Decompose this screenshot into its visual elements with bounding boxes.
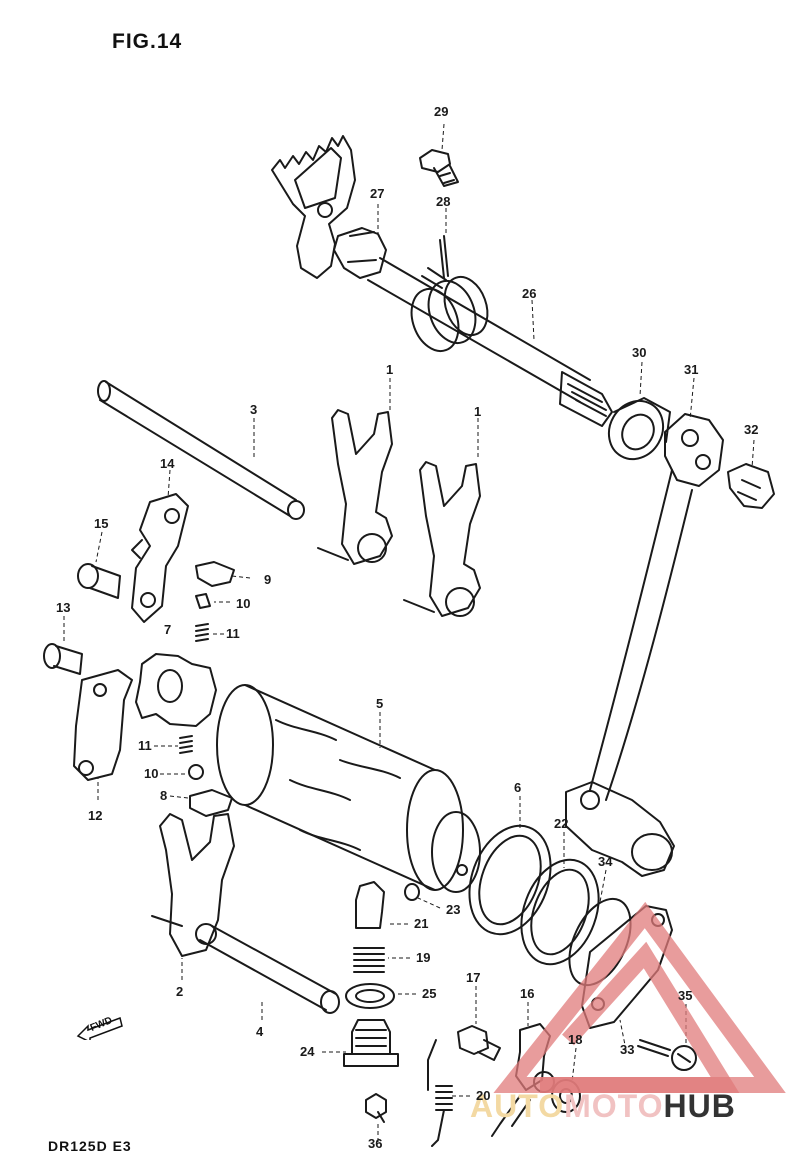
callout-34: 34 bbox=[598, 854, 613, 869]
callout-14: 14 bbox=[160, 456, 175, 471]
callout-22: 22 bbox=[554, 816, 569, 831]
part-6-washer bbox=[468, 824, 552, 936]
part-31-gearshift-lever bbox=[565, 413, 724, 877]
callout-7: 7 bbox=[164, 622, 172, 637]
part-14-stopper-plate bbox=[131, 493, 189, 623]
part-17-bolt bbox=[457, 1025, 501, 1061]
callout-10-b: 10 bbox=[144, 766, 159, 781]
part-32-bolt bbox=[727, 463, 775, 509]
part-20-spring bbox=[427, 1039, 453, 1147]
part-8-pawl-lower bbox=[189, 789, 233, 817]
part-36-screw bbox=[365, 1093, 387, 1123]
part-29-bolt bbox=[419, 149, 459, 187]
part-21-plunger bbox=[355, 881, 385, 929]
callout-4: 4 bbox=[256, 1024, 264, 1039]
watermark-text: AUTOMOTOHUB bbox=[470, 1088, 736, 1125]
callout-28: 28 bbox=[436, 194, 451, 209]
watermark-text-auto: AUTO bbox=[470, 1088, 565, 1124]
callout-27: 27 bbox=[370, 186, 385, 201]
callout-19: 19 bbox=[416, 950, 431, 965]
part-27-shift-lever bbox=[271, 135, 387, 279]
part-10-pin-lower bbox=[188, 764, 204, 780]
callout-11-b: 11 bbox=[138, 738, 152, 753]
callout-1-b: 1 bbox=[474, 404, 482, 419]
callout-24: 24 bbox=[300, 1044, 315, 1059]
part-5-cam-drum bbox=[216, 684, 481, 893]
callout-15: 15 bbox=[94, 516, 109, 531]
callout-36: 36 bbox=[368, 1136, 383, 1151]
part-10-pin-upper bbox=[195, 593, 211, 609]
callout-20: 20 bbox=[476, 1088, 491, 1103]
part-30-oil-seal bbox=[607, 397, 671, 461]
callout-30: 30 bbox=[632, 345, 647, 360]
callout-8: 8 bbox=[160, 788, 168, 803]
part-23-pin bbox=[404, 883, 420, 901]
callout-35: 35 bbox=[678, 988, 693, 1003]
callout-11-a: 11 bbox=[226, 626, 240, 641]
callout-25: 25 bbox=[422, 986, 437, 1001]
callout-13: 13 bbox=[56, 600, 71, 615]
part-24-plug bbox=[343, 1019, 399, 1067]
callout-6: 6 bbox=[514, 780, 522, 795]
callout-5: 5 bbox=[376, 696, 384, 711]
part-11-spring-upper bbox=[195, 623, 209, 642]
part-19-spring bbox=[353, 947, 385, 973]
watermark-logo bbox=[493, 901, 786, 1093]
part-22-washer bbox=[520, 858, 600, 966]
part-7-stopper-cam bbox=[135, 653, 217, 727]
callout-2: 2 bbox=[176, 984, 184, 999]
part-28-return-spring bbox=[410, 235, 489, 352]
part-25-washer bbox=[345, 983, 395, 1009]
callout-3: 3 bbox=[250, 402, 258, 417]
part-35-screw bbox=[637, 1039, 697, 1071]
part-3-fork-shaft bbox=[97, 380, 305, 520]
callout-10-a: 10 bbox=[236, 596, 251, 611]
part-26-shift-shaft bbox=[367, 257, 613, 427]
callout-29: 29 bbox=[434, 104, 449, 119]
callout-23: 23 bbox=[446, 902, 461, 917]
part-4-fork-shaft bbox=[195, 923, 340, 1014]
callout-9: 9 bbox=[264, 572, 272, 587]
watermark-text-moto: MOTO bbox=[564, 1088, 664, 1124]
callout-33: 33 bbox=[620, 1042, 635, 1057]
callout-31: 31 bbox=[684, 362, 699, 377]
part-1-shift-fork-a bbox=[317, 409, 393, 565]
model-code: DR125D E3 bbox=[48, 1138, 132, 1154]
callout-21: 21 bbox=[414, 916, 429, 931]
callout-17: 17 bbox=[466, 970, 481, 985]
callout-16: 16 bbox=[520, 986, 535, 1001]
figure-title: FIG.14 bbox=[112, 30, 183, 53]
callout-1-a: 1 bbox=[386, 362, 394, 377]
callout-18: 18 bbox=[568, 1032, 583, 1047]
callout-32: 32 bbox=[744, 422, 759, 437]
part-1-shift-fork-b bbox=[403, 461, 481, 617]
part-11-spring-lower bbox=[179, 735, 193, 754]
part-9-pawl bbox=[195, 561, 235, 587]
part-12-plate bbox=[73, 669, 133, 781]
part-2-shift-fork bbox=[151, 813, 235, 957]
forward-arrow: FWD bbox=[76, 1014, 124, 1044]
part-13-bolt bbox=[43, 643, 83, 675]
watermark-text-hub: HUB bbox=[663, 1088, 736, 1124]
part-15-bolt bbox=[77, 563, 121, 599]
callout-26: 26 bbox=[522, 286, 537, 301]
callout-12: 12 bbox=[88, 808, 103, 823]
